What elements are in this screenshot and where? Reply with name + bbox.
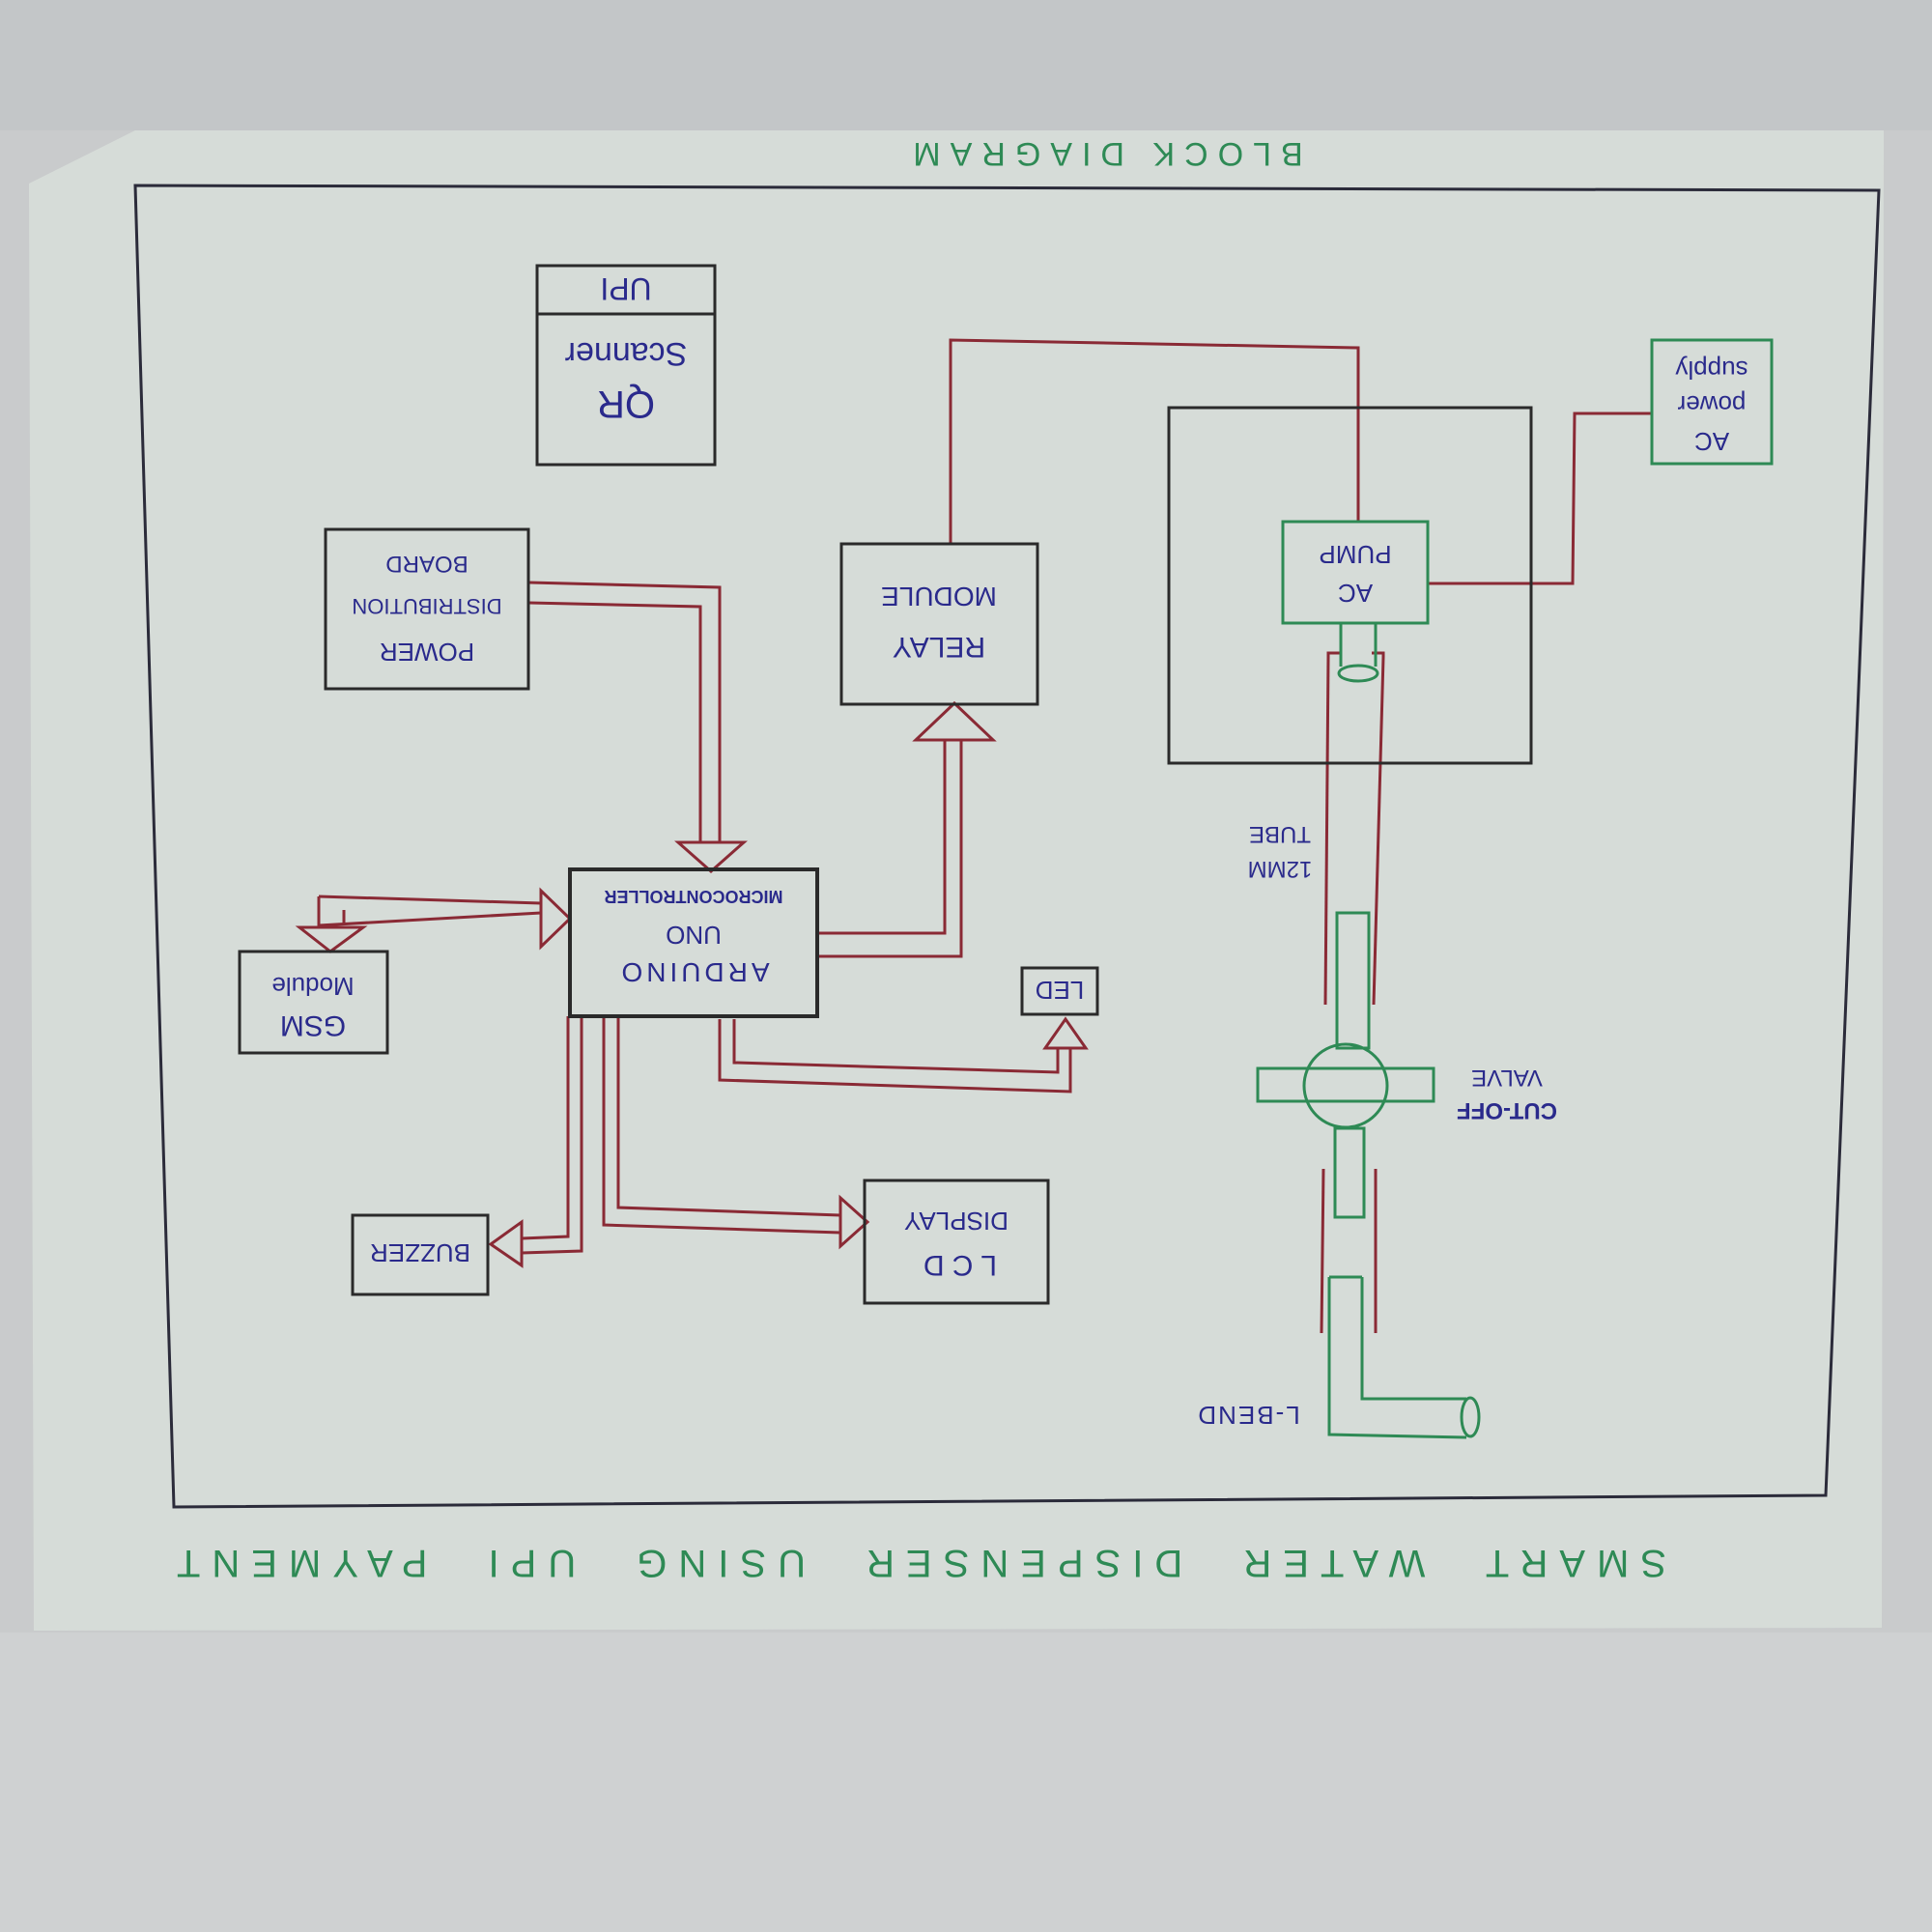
pdb-label-3: BOARD: [385, 551, 468, 577]
gsm-label-1: GSM: [280, 1009, 346, 1041]
buzzer-label: BUZZER: [370, 1238, 470, 1267]
lbend-label: L-BEND: [1196, 1401, 1299, 1430]
relay-label-1: RELAY: [893, 631, 985, 663]
header-title: BLOCK DIAGRAM: [903, 135, 1302, 172]
gsm-module-block: GSM Module: [238, 950, 389, 1055]
relay-module-block: RELAY MODULE: [839, 542, 1039, 706]
power-distribution-board-block: POWER DISTRIBUTION BOARD: [324, 527, 530, 691]
relay-label-2: MODULE: [881, 582, 997, 611]
tube-label-1: 12MM: [1248, 856, 1313, 882]
pdb-label-2: DISTRIBUTION: [352, 594, 501, 618]
wiring: [295, 338, 1652, 1334]
ac-pump-label-2: PUMP: [1319, 540, 1391, 569]
ac-pump-label-1: AC: [1338, 579, 1373, 608]
buzzer-block: BUZZER: [351, 1213, 490, 1296]
pdb-label-1: POWER: [380, 638, 474, 667]
footer-title: SMART WATER DISPENSER USING UPI PAYMENT: [165, 1542, 1666, 1584]
background-top: [0, 0, 1932, 130]
arduino-label-3: MICROCONTROLLER: [605, 887, 783, 906]
diagram-frame: [133, 184, 1881, 1509]
qr-scanner-block: UPI QR Scanner: [535, 264, 717, 467]
lcd-display-block: LCD DISPLAY: [863, 1179, 1050, 1305]
ac-supply-label-2: power: [1677, 390, 1746, 419]
background-bottom: [0, 1633, 1932, 1932]
plumbing: [1256, 911, 1481, 1439]
tube-label-2: TUBE: [1249, 821, 1311, 847]
valve-label-2: VALVE: [1471, 1065, 1543, 1091]
arduino-block: ARDUINO UNO MICROCONTROLLER: [568, 867, 819, 1018]
scanner-label: Scanner: [565, 335, 688, 372]
ac-pump-block: AC PUMP: [1281, 520, 1430, 683]
gsm-label-2: Module: [271, 972, 354, 1001]
ac-supply-label-1: AC: [1694, 427, 1729, 456]
l-bend-icon: [1327, 1275, 1467, 1439]
arduino-label-1: ARDUINO: [617, 957, 769, 987]
qr-label: QR: [597, 383, 655, 425]
valve-label-1: CUT-OFF: [1457, 1097, 1557, 1123]
ac-power-supply-block: AC power supply: [1650, 338, 1774, 466]
led-label: LED: [1036, 976, 1085, 1005]
ac-supply-label-3: supply: [1675, 355, 1747, 384]
paper: [29, 130, 1884, 1631]
lcd-label-2: DISPLAY: [904, 1207, 1009, 1236]
led-block: LED: [1020, 966, 1099, 1016]
water-tank-box: [1167, 406, 1533, 765]
lcd-label-1: LCD: [916, 1249, 997, 1281]
upi-label: UPI: [600, 271, 651, 306]
arduino-label-2: UNO: [666, 921, 722, 950]
